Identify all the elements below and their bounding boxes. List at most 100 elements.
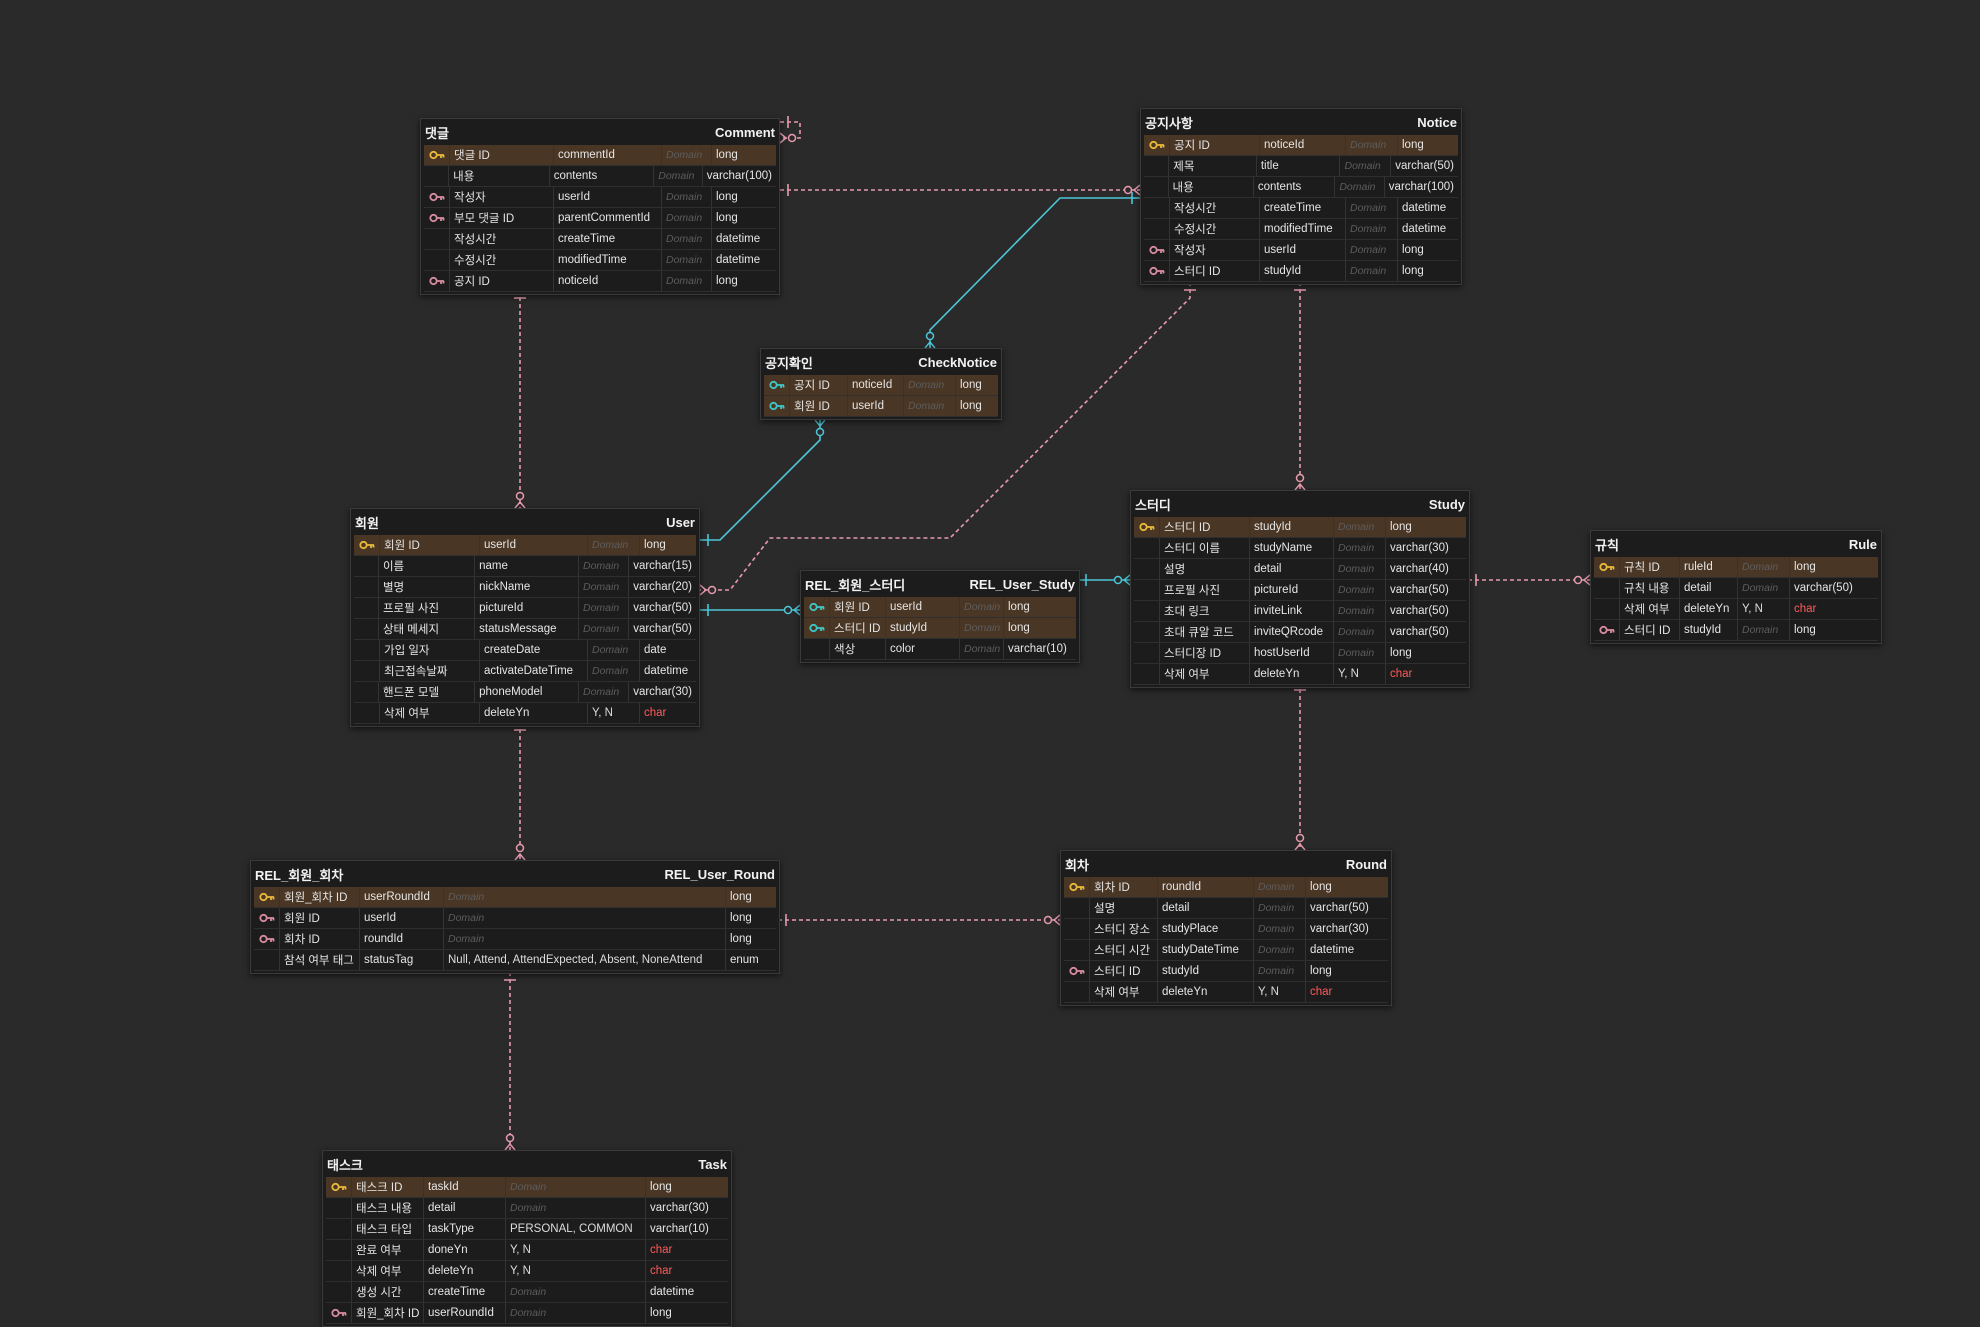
column-type: varchar(15) [633, 560, 692, 572]
relationship-comment-self[interactable] [780, 121, 801, 139]
relationship-user-checknotice[interactable] [700, 420, 821, 541]
column-logical-name: 댓글 ID [450, 145, 554, 165]
relationship-notice-user[interactable] [700, 282, 1191, 591]
column-physical-name: userId [360, 908, 444, 928]
column-logical-name: 완료 여부 [352, 1240, 424, 1260]
column-domain: Domain [960, 639, 1004, 659]
table-logical-name: 회원 [355, 515, 379, 531]
column-type: date [644, 644, 667, 656]
key-cell [326, 1261, 352, 1281]
column-logical-name: 삭제 여부 [352, 1261, 424, 1281]
relationship-notice-checknotice[interactable] [929, 197, 1140, 348]
column-type: long [716, 191, 738, 203]
column-physical-name: createTime [554, 229, 662, 249]
column-type: datetime [716, 233, 761, 245]
key-cell [1064, 940, 1090, 960]
column-logical-name: 공지 ID [790, 375, 848, 395]
column-physical-name: userId [848, 396, 904, 416]
key-cell [326, 1219, 352, 1239]
column-physical-name: title [1257, 156, 1341, 176]
column-domain: Domain [1334, 538, 1386, 558]
column-logical-name: 회원 ID [280, 908, 360, 928]
